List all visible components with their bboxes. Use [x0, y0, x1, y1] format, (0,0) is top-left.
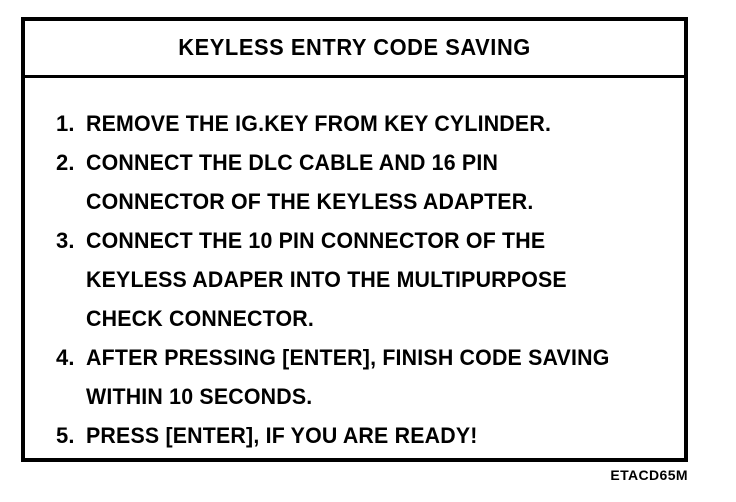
step-line-continuation: KEYLESS ADAPER INTO THE MULTIPURPOSE	[25, 260, 684, 299]
step-text: CONNECTOR OF THE KEYLESS ADAPTER.	[86, 189, 534, 214]
list-item: 4. AFTER PRESSING [ENTER], FINISH CODE S…	[25, 338, 684, 416]
step-number: 2.	[56, 150, 75, 175]
step-text: WITHIN 10 SECONDS.	[86, 384, 313, 409]
step-line-continuation: WITHIN 10 SECONDS.	[25, 377, 684, 416]
figure-frame: KEYLESS ENTRY CODE SAVING 1. REMOVE THE …	[21, 17, 688, 462]
step-text: REMOVE THE IG.KEY FROM KEY CYLINDER.	[86, 111, 552, 136]
instruction-list: 1. REMOVE THE IG.KEY FROM KEY CYLINDER. …	[25, 78, 684, 458]
step-line: 1. REMOVE THE IG.KEY FROM KEY CYLINDER.	[25, 104, 684, 143]
step-number: 5.	[56, 423, 75, 448]
step-text: CONNECT THE DLC CABLE AND 16 PIN	[86, 150, 499, 175]
figure-title-band: KEYLESS ENTRY CODE SAVING	[25, 21, 684, 78]
list-item: 5. PRESS [ENTER], IF YOU ARE READY!	[25, 416, 684, 455]
step-line-continuation: CHECK CONNECTOR.	[25, 299, 684, 338]
step-text: PRESS [ENTER], IF YOU ARE READY!	[86, 423, 478, 448]
step-line: 3. CONNECT THE 10 PIN CONNECTOR OF THE	[25, 221, 684, 260]
list-item: 3. CONNECT THE 10 PIN CONNECTOR OF THE K…	[25, 221, 684, 338]
list-item: 2. CONNECT THE DLC CABLE AND 16 PIN CONN…	[25, 143, 684, 221]
step-text: CONNECT THE 10 PIN CONNECTOR OF THE	[86, 228, 546, 253]
step-number: 3.	[56, 228, 75, 253]
step-text: AFTER PRESSING [ENTER], FINISH CODE SAVI…	[86, 345, 610, 370]
step-line: 2. CONNECT THE DLC CABLE AND 16 PIN	[25, 143, 684, 182]
page-title: KEYLESS ENTRY CODE SAVING	[178, 33, 531, 60]
step-line: 4. AFTER PRESSING [ENTER], FINISH CODE S…	[25, 338, 684, 377]
step-line-continuation: CONNECTOR OF THE KEYLESS ADAPTER.	[25, 182, 684, 221]
step-number: 4.	[56, 345, 75, 370]
step-number: 1.	[56, 111, 75, 136]
step-line: 5. PRESS [ENTER], IF YOU ARE READY!	[25, 416, 684, 455]
step-text: CHECK CONNECTOR.	[86, 306, 314, 331]
list-item: 1. REMOVE THE IG.KEY FROM KEY CYLINDER.	[25, 104, 684, 143]
figure-reference-code: ETACD65M	[610, 467, 688, 483]
step-text: KEYLESS ADAPER INTO THE MULTIPURPOSE	[86, 267, 567, 292]
